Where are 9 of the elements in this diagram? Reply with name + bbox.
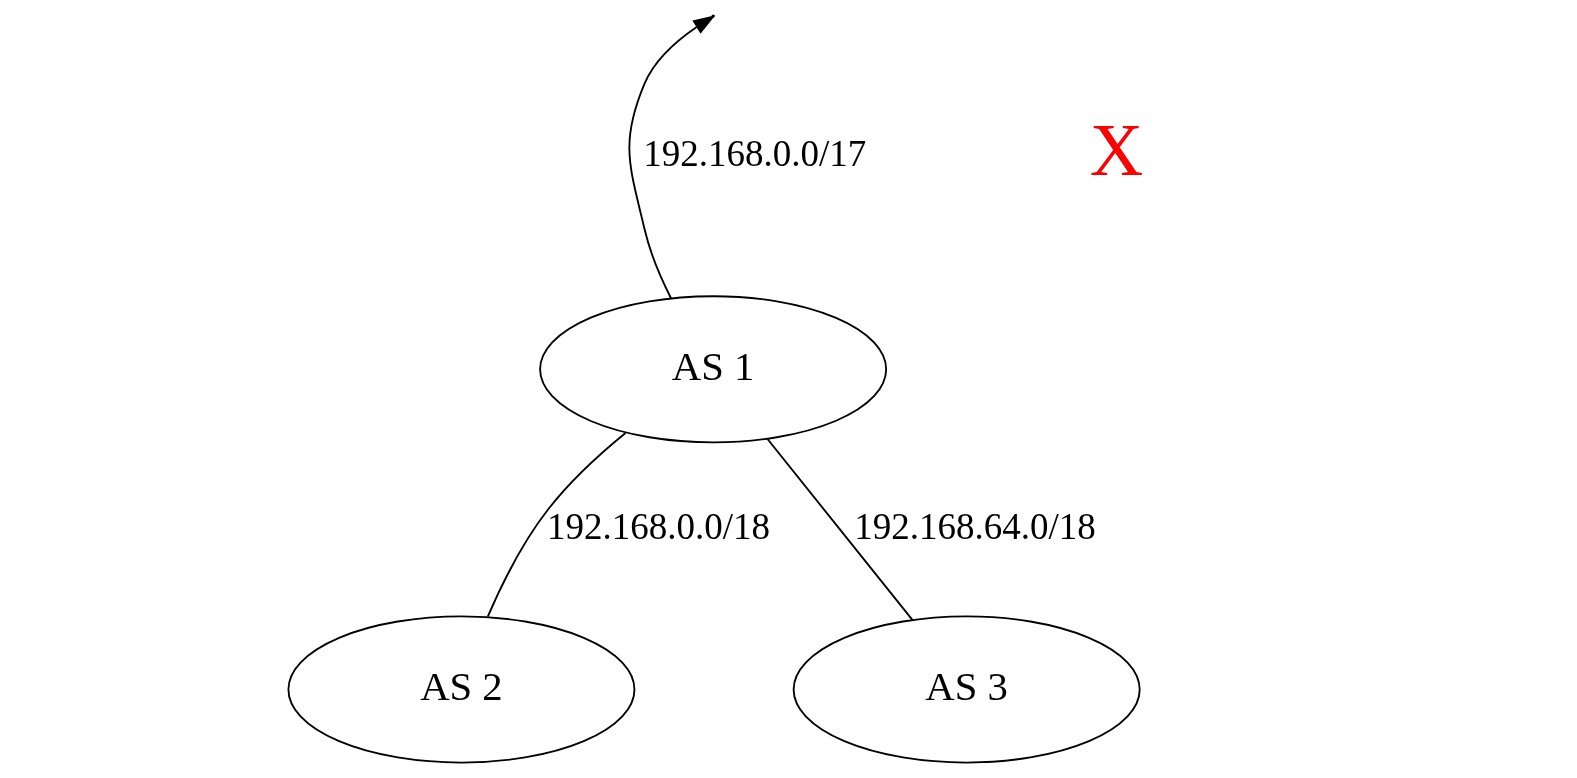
node-ellipse: AS 1 <box>538 295 887 444</box>
connector <box>766 438 913 621</box>
node-ellipse: AS 2 <box>286 615 635 764</box>
edge-label: 192.168.64.0/18 <box>853 505 1096 547</box>
node-ellipse: AS 3 <box>792 615 1141 764</box>
edge-label: 192.168.0.0/18 <box>546 505 770 547</box>
connector <box>486 432 626 618</box>
label: X <box>1089 108 1143 191</box>
edge-label: 192.168.0.0/17 <box>642 132 866 174</box>
